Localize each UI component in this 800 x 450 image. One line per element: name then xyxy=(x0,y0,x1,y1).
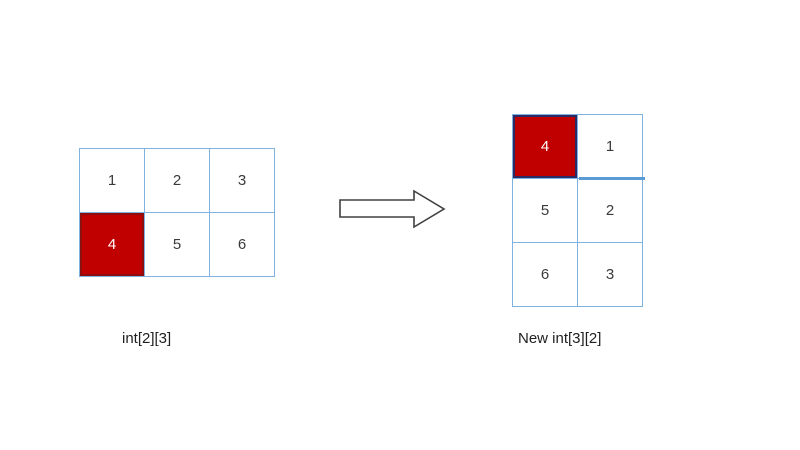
matrix-cell-highlighted: 4 xyxy=(513,115,577,178)
matrix-cell-highlighted: 4 xyxy=(80,213,144,276)
matrix-cell: 6 xyxy=(513,243,577,306)
transform-arrow xyxy=(338,188,448,230)
matrix-cell: 1 xyxy=(80,149,144,212)
matrix-cell: 2 xyxy=(145,149,209,212)
matrix-cell: 5 xyxy=(145,213,209,276)
right-block-arrow-icon xyxy=(339,189,446,229)
matrix-cell: 3 xyxy=(210,149,274,212)
matrix-cell: 2 xyxy=(578,179,642,242)
matrix-cell: 5 xyxy=(513,179,577,242)
result-matrix-label: New int[3][2] xyxy=(518,330,602,347)
matrix-cell: 3 xyxy=(578,243,642,306)
source-matrix-label: int[2][3] xyxy=(122,330,172,347)
matrix-cell: 6 xyxy=(210,213,274,276)
row-divider-thick xyxy=(579,177,645,180)
matrix-cell: 1 xyxy=(578,115,642,178)
